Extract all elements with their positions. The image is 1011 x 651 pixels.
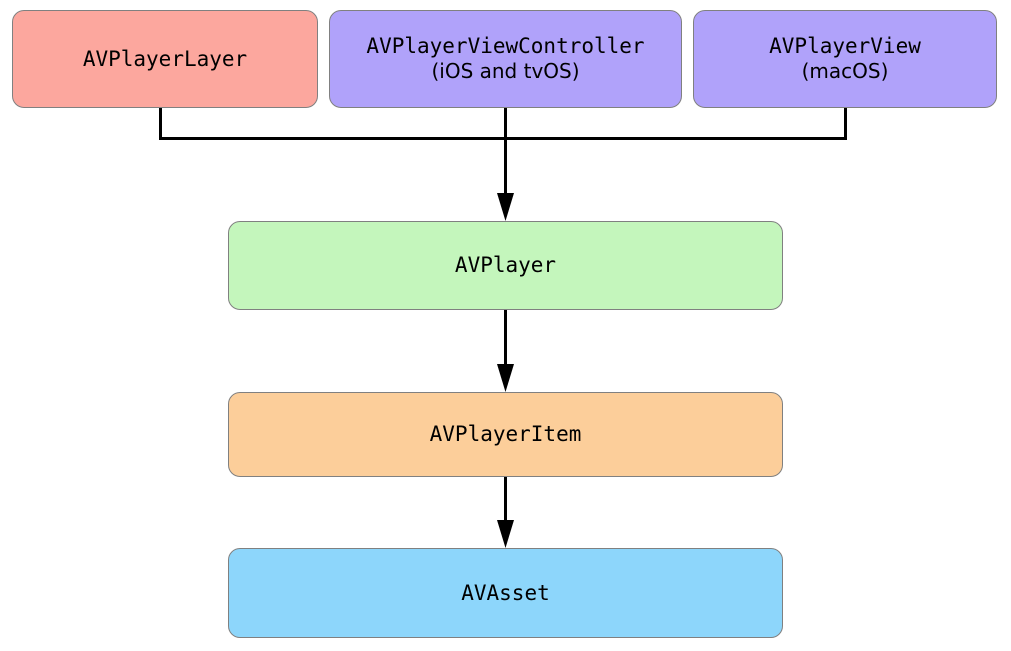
node-avplayerviewcontroller-label: AVPlayerViewController [366, 34, 645, 59]
node-avplayer-label: AVPlayer [454, 253, 557, 278]
arrowhead-to-avplayer [497, 193, 514, 221]
arrowhead-to-avplayeritem [497, 364, 514, 392]
node-avasset-label: AVAsset [461, 580, 550, 605]
node-avplayerlayer-label: AVPlayerLayer [82, 46, 248, 71]
node-avplayerview-sublabel: (macOS) [801, 59, 889, 84]
node-avplayeritem-label: AVPlayerItem [429, 422, 582, 447]
node-avplayer: AVPlayer [228, 221, 783, 310]
node-avasset: AVAsset [228, 548, 783, 638]
node-avplayeritem: AVPlayerItem [228, 392, 783, 477]
node-avplayerview-label: AVPlayerView [769, 34, 921, 59]
node-avplayerviewcontroller: AVPlayerViewController (iOS and tvOS) [329, 10, 682, 108]
edge-top-row-to-avplayer [159, 108, 847, 200]
node-avplayerlayer: AVPlayerLayer [12, 10, 318, 108]
node-avplayerviewcontroller-sublabel: (iOS and tvOS) [431, 59, 580, 84]
arrowhead-to-avasset [497, 520, 514, 548]
node-avplayerview: AVPlayerView (macOS) [693, 10, 997, 108]
